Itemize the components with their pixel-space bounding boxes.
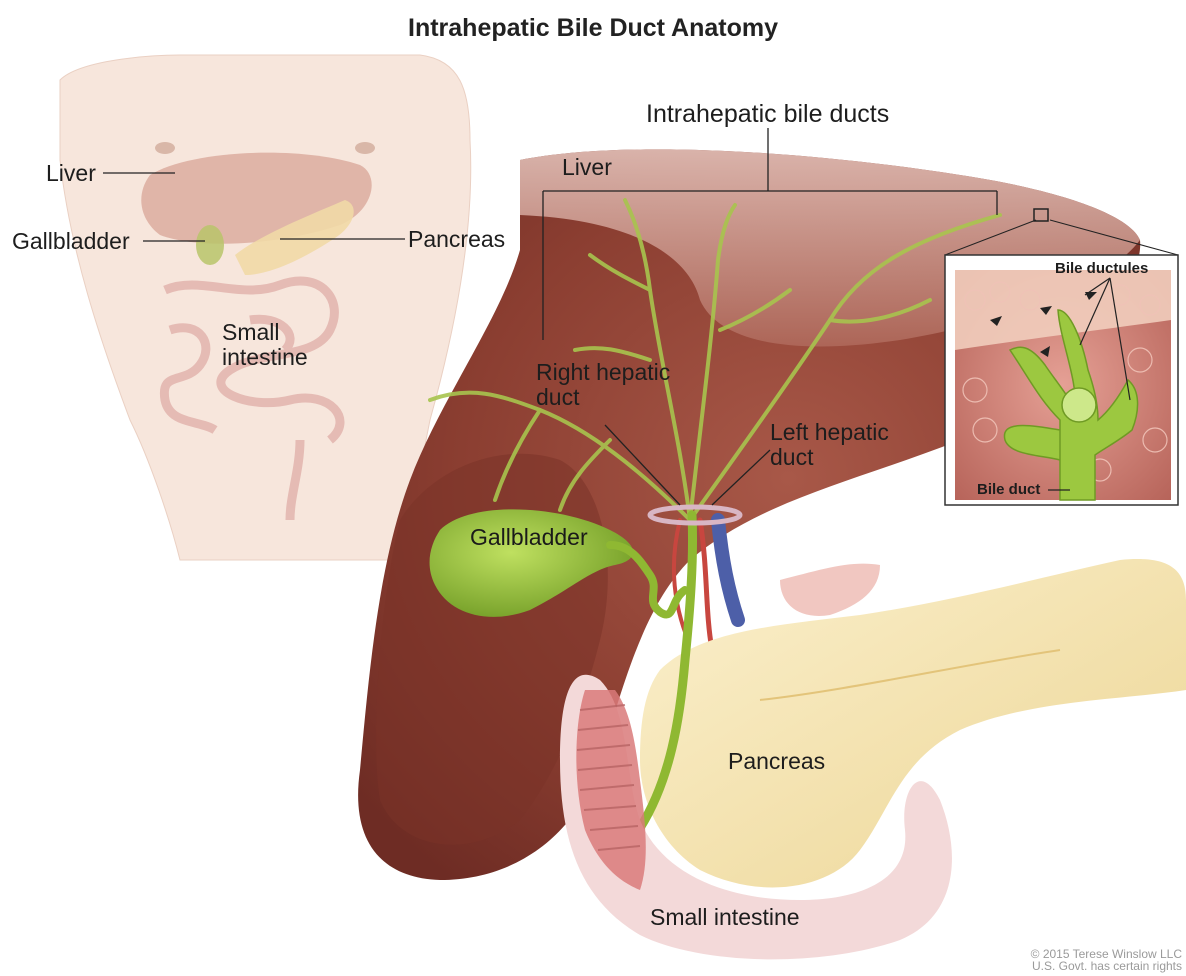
torso-liver-label: Liver xyxy=(46,160,96,187)
torso-pancreas-label: Pancreas xyxy=(408,226,505,253)
intrahepatic-bile-ducts-label: Intrahepatic bile ducts xyxy=(646,100,889,129)
bile-duct-label: Bile duct xyxy=(977,481,1040,498)
pancreas-vessel-loop xyxy=(780,564,880,616)
right-hepatic-duct-label: Right hepatic duct xyxy=(536,360,670,410)
torso-small-intestine-label: Small intestine xyxy=(222,320,308,370)
torso-gallbladder xyxy=(196,225,224,265)
copyright-notice: © 2015 Terese Winslow LLC U.S. Govt. has… xyxy=(1031,948,1182,972)
pancreas-label: Pancreas xyxy=(728,748,825,775)
torso-gallbladder-label: Gallbladder xyxy=(12,228,130,255)
left-hepatic-duct-label: Left hepatic duct xyxy=(770,420,889,470)
nipple-right xyxy=(355,142,375,154)
nipple-left xyxy=(155,142,175,154)
small-intestine-label: Small intestine xyxy=(650,904,800,931)
gallbladder-label: Gallbladder xyxy=(470,524,588,551)
liver-label: Liver xyxy=(562,154,612,181)
inset-duct-cross-section xyxy=(1062,388,1096,422)
bile-ductules-label: Bile ductules xyxy=(1055,260,1148,277)
page-title: Intrahepatic Bile Duct Anatomy xyxy=(0,14,1186,43)
